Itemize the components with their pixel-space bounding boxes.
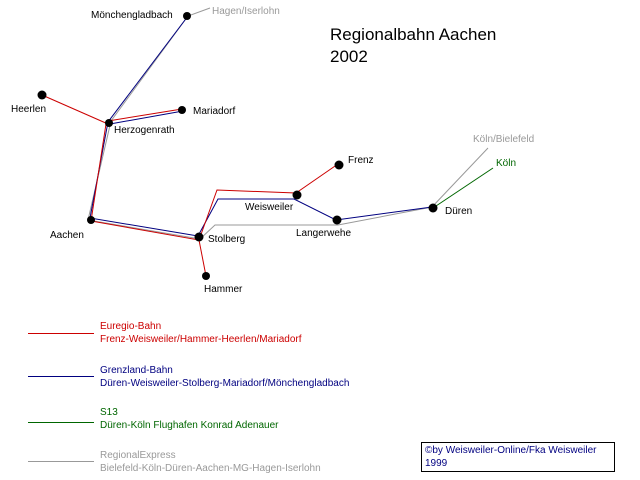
station-label-moenchengladbach: Mönchengladbach: [91, 10, 173, 21]
legend-route-s13: Düren-Köln Flughafen Konrad Adenauer: [100, 420, 279, 431]
station-label-dueren: Düren: [445, 206, 472, 217]
station-label-frenz: Frenz: [348, 155, 374, 166]
legend-line-s13: [28, 422, 94, 423]
legend-item-euregio: Euregio-Bahn Frenz-Weisweiler/Hammer-Hee…: [28, 320, 448, 350]
map-title-line2: 2002: [330, 47, 368, 66]
legend-name-regionalexpress: RegionalExpress: [100, 450, 176, 461]
station-label-stolberg: Stolberg: [208, 234, 245, 245]
stations: [37, 12, 438, 280]
station-label-hammer: Hammer: [204, 284, 243, 295]
legend-name-grenzland: Grenzland-Bahn: [100, 365, 173, 376]
legend-item-regionalexpress: RegionalExpress Bielefeld-Köln-Düren-Aac…: [28, 449, 448, 479]
legend-text-s13: S13 Düren-Köln Flughafen Konrad Adenauer: [100, 406, 278, 432]
legend-name-euregio: Euregio-Bahn: [100, 321, 162, 332]
extension-label-koeln: Köln: [496, 158, 516, 169]
legend-text-euregio: Euregio-Bahn Frenz-Weisweiler/Hammer-Hee…: [100, 320, 302, 346]
euregio-route: [41, 94, 339, 277]
station-dot-moenchengladbach: [183, 12, 191, 20]
station-dot-hammer: [202, 272, 210, 280]
copyright-line2: 1999: [425, 458, 448, 469]
station-dot-langerwehe: [332, 215, 342, 225]
station-label-mariadorf: Mariadorf: [193, 106, 235, 117]
station-label-heerlen: Heerlen: [11, 104, 46, 115]
station-dot-aachen: [87, 216, 95, 224]
station-label-herzogenrath: Herzogenrath: [114, 125, 175, 136]
station-dot-mariadorf: [178, 106, 186, 114]
station-dot-frenz: [334, 160, 344, 170]
station-label-langerwehe: Langerwehe: [296, 228, 351, 239]
station-dot-heerlen: [37, 90, 47, 100]
legend-item-grenzland: Grenzland-Bahn Düren-Weisweiler-Stolberg…: [28, 364, 448, 394]
legend-item-s13: S13 Düren-Köln Flughafen Konrad Adenauer: [28, 406, 448, 436]
legend-line-grenzland: [28, 376, 94, 377]
euregio-line-mariadorf: [107, 108, 183, 122]
legend-line-regionalexpress: [28, 461, 94, 462]
euregio-line-main: [90, 123, 207, 277]
extension-label-koeln-bielefeld: Köln/Bielefeld: [473, 134, 534, 145]
map-title-line1: Regionalbahn Aachen: [330, 25, 497, 44]
extension-label-hagen: Hagen/Iserlohn: [212, 6, 280, 17]
copyright-line1: ©by Weisweiler-Online/Fka Weisweiler: [425, 445, 597, 456]
euregio-line-heerlen: [41, 94, 109, 125]
station-dot-weisweiler: [292, 190, 302, 200]
map-title: Regionalbahn Aachen 2002: [330, 24, 496, 68]
regionalexpress-line-east: [199, 147, 489, 240]
station-label-aachen: Aachen: [50, 230, 84, 241]
legend-route-grenzland: Düren-Weisweiler-Stolberg-Mariadorf/Mönc…: [100, 378, 350, 389]
euregio-line-frenz: [198, 163, 339, 241]
legend-route-euregio: Frenz-Weisweiler/Hammer-Heerlen/Mariador…: [100, 334, 302, 345]
grenzland-line-dueren: [197, 198, 433, 237]
legend-text-grenzland: Grenzland-Bahn Düren-Weisweiler-Stolberg…: [100, 364, 349, 390]
station-dot-stolberg: [194, 232, 204, 242]
legend-name-s13: S13: [100, 407, 118, 418]
legend-route-regionalexpress: Bielefeld-Köln-Düren-Aachen-MG-Hagen-Ise…: [100, 463, 321, 474]
s13-route: [432, 167, 494, 209]
station-dot-herzogenrath: [105, 119, 113, 127]
station-label-weisweiler: Weisweiler: [245, 202, 294, 213]
copyright-box: ©by Weisweiler-Online/Fka Weisweiler 199…: [421, 442, 615, 472]
legend-text-regionalexpress: RegionalExpress Bielefeld-Köln-Düren-Aac…: [100, 449, 321, 475]
grenzland-line-mariadorf: [109, 110, 184, 125]
legend-line-euregio: [28, 333, 94, 334]
station-dot-dueren: [428, 203, 438, 213]
